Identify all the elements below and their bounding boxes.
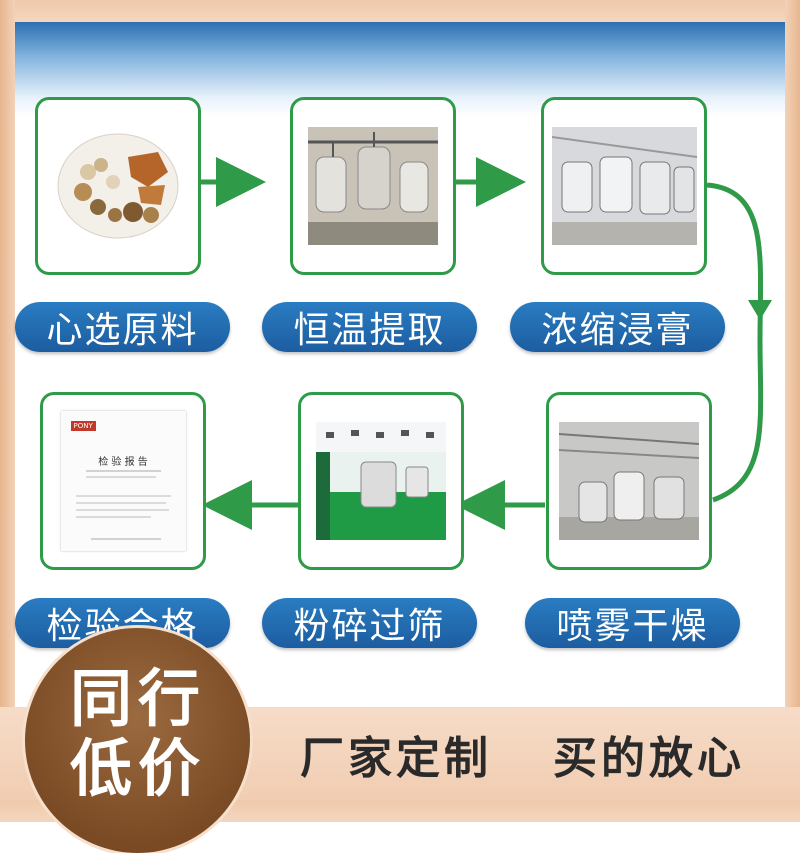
flow-arrows [200, 157, 772, 530]
step-label-4: 喷雾干燥 [525, 598, 740, 648]
step-label-3: 浓缩浸膏 [510, 302, 725, 352]
step-card-2 [290, 97, 456, 275]
step-card-5 [298, 392, 464, 570]
raw-materials-photo [53, 127, 183, 245]
step-card-1 [35, 97, 201, 275]
step-card-6: PONY 检 验 报 告 [40, 392, 206, 570]
report-title: 检 验 报 告 [98, 457, 148, 468]
extraction-tanks-photo [308, 127, 438, 245]
spray-dryer-photo [559, 422, 699, 540]
right-frame-border [785, 0, 800, 800]
left-frame-border [0, 0, 15, 800]
step-label-2: 恒温提取 [262, 302, 477, 352]
price-badge-line1: 同行 [70, 662, 207, 735]
inspection-report-photo: PONY 检 验 报 告 [60, 411, 186, 551]
crushing-room-photo [316, 422, 446, 540]
concentration-tanks-photo [551, 127, 697, 245]
step-card-3 [541, 97, 707, 275]
step-card-4 [546, 392, 712, 570]
slogan-right: 买的放心 [553, 733, 745, 784]
arrow-3-4-curve [706, 182, 764, 503]
slogan-left: 厂家定制 [300, 733, 492, 784]
report-logo: PONY [70, 421, 96, 431]
step-label-1: 心选原料 [15, 302, 230, 352]
step-label-5: 粉碎过筛 [262, 598, 477, 648]
price-badge-line2: 低价 [70, 732, 207, 805]
arrow-3-4-head [748, 300, 772, 320]
